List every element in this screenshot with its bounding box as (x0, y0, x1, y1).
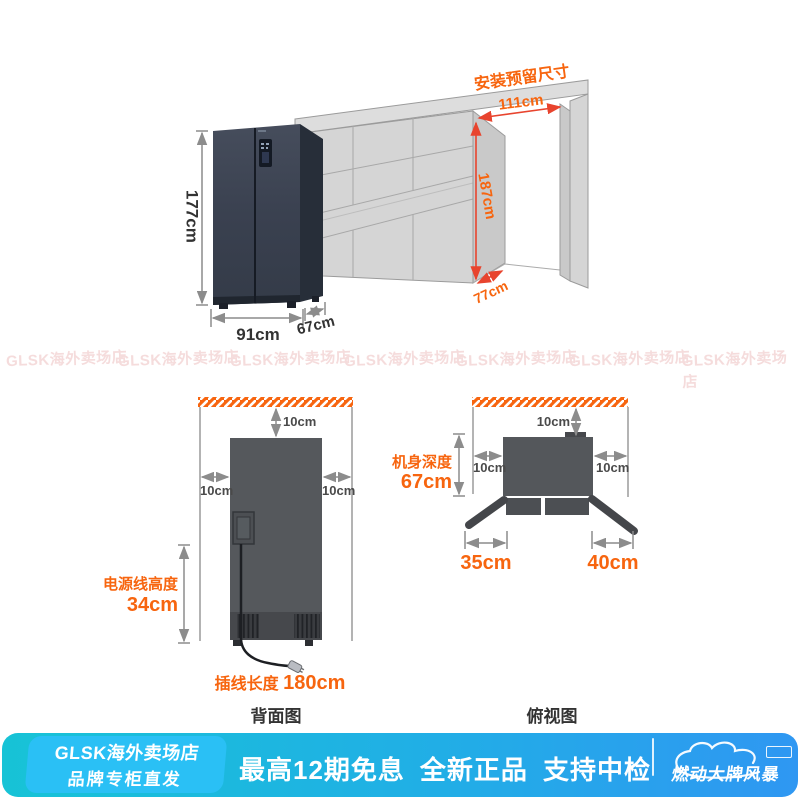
promo-claims: 最高12期免息 全新正品 支持中检 (239, 750, 651, 787)
power-plug-icon (287, 660, 305, 673)
top-view-title: 俯视图 (526, 707, 578, 726)
fridge-dimension-lines (196, 130, 326, 327)
footer-banner: GLSK海外卖场店 品牌专柜直发 最高12期免息 全新正品 支持中检 燃动大牌风… (2, 733, 798, 797)
footer-divider (652, 738, 654, 776)
kitchen-cabinet-illustration (294, 79, 589, 289)
storm-logo-text: 燃动大牌风暴 (670, 765, 782, 784)
open-door-right (588, 495, 638, 535)
power-junction-box (232, 511, 255, 545)
cord-height-label: 电源线高度 (102, 576, 178, 593)
cord-height-value: 34cm (126, 594, 178, 616)
cord-length-value: 180cm (283, 672, 346, 694)
brand-storm-logo: 燃动大牌风暴 (662, 735, 797, 795)
fridge-brand-mark (258, 130, 266, 132)
watermark: GLSK海外卖场店 (568, 348, 691, 371)
open-door-left (465, 496, 508, 529)
promo-inspection: 支持中检 (542, 755, 651, 785)
niche-dimension-lines (470, 103, 562, 284)
topview-clearance-top-label: 10cm (536, 414, 570, 429)
back-clearance-top-label: 10cm (283, 414, 317, 429)
watermark: GLSK海外卖场店 (117, 348, 240, 371)
promo-installments: 最高12期免息 (239, 755, 405, 785)
store-tagline: 品牌专柜直发 (66, 770, 183, 789)
body-depth-value: 67cm (400, 471, 452, 493)
watermark: GLSK海外卖场店 (455, 348, 578, 371)
back-clearance-left-label: 10cm (200, 483, 234, 498)
storm-logo-swoosh-icon (675, 741, 761, 779)
back-clearance-right-label: 10cm (322, 483, 356, 498)
power-cord (239, 544, 292, 668)
door-swing-left-label: 35cm (460, 552, 512, 574)
watermark: GLSK海外卖场店 (343, 348, 466, 371)
fridge-height-label: 177cm (182, 189, 202, 243)
watermark: GLSK海外卖场店 (681, 349, 788, 392)
store-badge: GLSK海外卖场店 品牌专柜直发 (24, 736, 228, 793)
store-name: GLSK海外卖场店 (53, 743, 201, 763)
topview-clearance-left-label: 10cm (473, 460, 507, 475)
storm-logo-badge (766, 746, 792, 758)
fridge-width-label: 91cm (236, 325, 280, 344)
promo-authentic: 全新正品 (419, 755, 528, 785)
topview-clearance-right-label: 10cm (596, 460, 630, 475)
door-swing-right-label: 40cm (587, 552, 639, 574)
watermark: GLSK海外卖场店 (229, 348, 352, 371)
fridge-display-panel (259, 139, 272, 167)
body-depth-label: 机身深度 (391, 454, 452, 471)
back-view-diagram (178, 397, 353, 673)
top-view-diagram (453, 397, 638, 549)
cord-length-label: 插线长度 (214, 676, 279, 693)
watermark: GLSK海外卖场店 (5, 348, 128, 371)
wall-hatch-bar (198, 397, 353, 407)
back-view-title: 背面图 (250, 707, 302, 726)
wall-hatch-bar (472, 397, 628, 407)
fridge-illustration (213, 124, 323, 309)
